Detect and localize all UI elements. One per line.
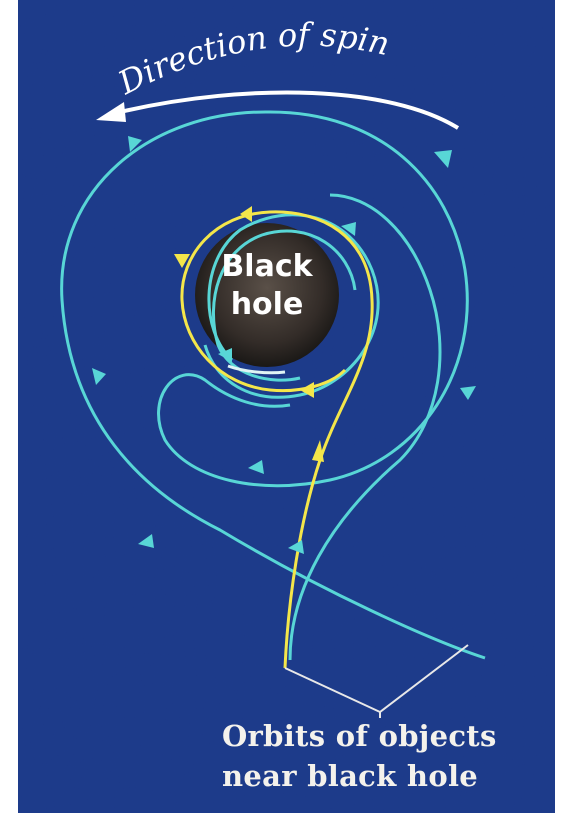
black-hole-label-line2: hole (198, 286, 336, 324)
black-hole-label-line1: Black (198, 248, 336, 286)
orbits-caption: Orbits of objects near black hole (222, 716, 572, 796)
orbits-caption-line1: Orbits of objects (222, 716, 572, 756)
orbits-caption-line2: near black hole (222, 756, 572, 796)
black-hole-label: Black hole (198, 248, 336, 324)
